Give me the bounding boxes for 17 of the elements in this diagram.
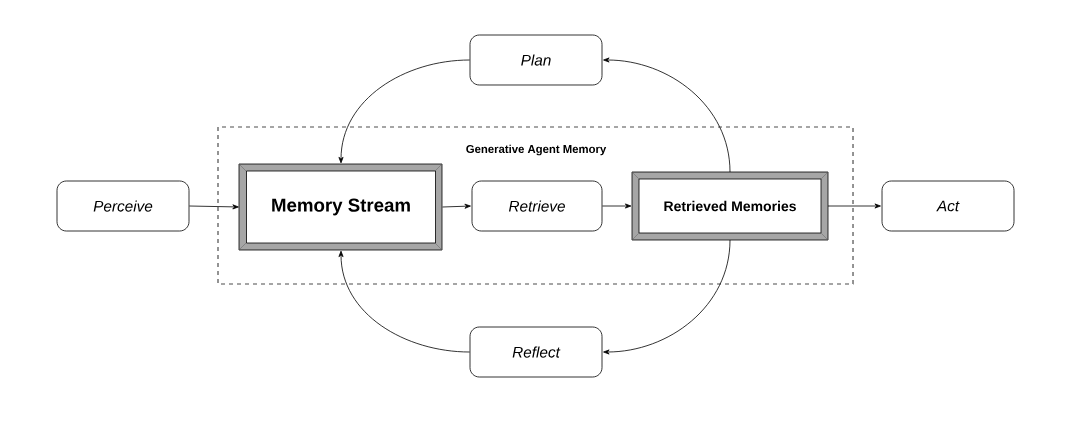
arrow: [338, 59, 470, 164]
arrow: [603, 57, 731, 173]
process-box: Reflect: [469, 326, 603, 378]
process-box: Retrieve: [471, 180, 603, 232]
memory-box: Retrieved Memories: [631, 171, 829, 241]
arrow: [338, 250, 470, 353]
process-box: Perceive: [56, 180, 190, 232]
arrow: [189, 204, 239, 210]
arrow: [603, 239, 731, 355]
memory-box: Memory Stream: [238, 163, 443, 251]
group-title: Generative Agent Memory: [466, 144, 607, 156]
arrow: [827, 203, 881, 209]
arrow: [442, 203, 471, 209]
process-box: Act: [881, 180, 1015, 232]
arrow: [602, 203, 632, 209]
process-box: Plan: [469, 34, 603, 86]
group-box: [217, 126, 854, 285]
